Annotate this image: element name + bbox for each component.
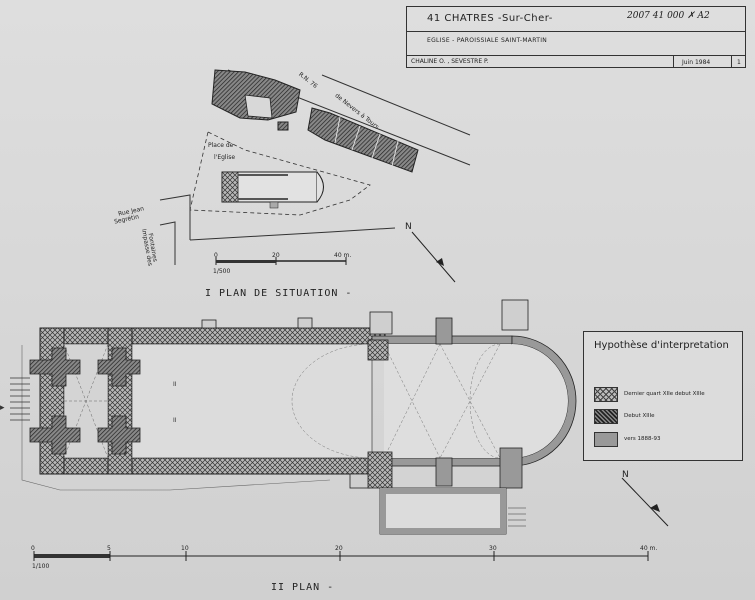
west-piers xyxy=(29,347,141,455)
legend-swatch-crosshatch xyxy=(594,387,618,402)
scale-tick: 0 xyxy=(214,252,218,259)
entrance-steps xyxy=(10,377,30,421)
road-edge xyxy=(321,74,471,136)
legend-item: Dernier quart XIIe debut XIIIe xyxy=(594,387,739,403)
north-label: N xyxy=(405,222,412,232)
authors: CHALINE O. , SEVESTRE P. xyxy=(411,58,489,65)
title-block: 41 CHATRES -Sur-Cher- 2007 41 000 ✗ A2 E… xyxy=(406,6,746,68)
nave-south-wall xyxy=(39,457,386,475)
plan-scale-ratio: 1/100 xyxy=(32,563,50,570)
drawing-subtitle: EGLISE - PAROISSIALE SAINT-MARTIN xyxy=(427,37,548,44)
road-edge xyxy=(159,221,176,265)
nave xyxy=(131,343,373,459)
scale-tick: 5 xyxy=(107,545,111,552)
scale-tick: 20 xyxy=(335,545,343,552)
svg-text:▸: ▸ xyxy=(0,403,5,413)
svg-text:II: II xyxy=(173,381,177,388)
scale-ratio: 1/500 xyxy=(213,268,231,275)
church-small-plan xyxy=(221,171,324,209)
situation-plan xyxy=(159,69,471,283)
legend-item: Debut XIIIe xyxy=(594,409,739,425)
legend: Hypothèse d'interpretation Dernier quart… xyxy=(583,331,743,461)
building-block xyxy=(211,69,301,121)
plan-north-label: N xyxy=(622,470,629,480)
scale-tick: 0 xyxy=(31,545,35,552)
scale-tick: 40 m. xyxy=(640,545,658,552)
plan-scale-bar xyxy=(33,551,649,561)
sheet-number: 1 xyxy=(731,56,741,67)
legend-label: vers 1888-93 xyxy=(624,436,661,442)
legend-swatch-dense-hatch xyxy=(594,409,618,424)
scale-tick: 40 m. xyxy=(334,252,352,259)
plan-caption: II PLAN - xyxy=(271,582,335,593)
scale-tick: 20 xyxy=(272,252,280,259)
legend-label: Debut XIIIe xyxy=(624,413,655,419)
north-arrow xyxy=(411,231,456,283)
place-label: l'Eglise xyxy=(214,154,236,161)
drawing-title: 41 CHATRES -Sur-Cher- xyxy=(427,13,553,24)
north-arrow-plan xyxy=(621,477,669,527)
legend-label: Dernier quart XIIe debut XIIIe xyxy=(624,391,705,397)
svg-text:II: II xyxy=(173,417,177,424)
church-plan: II II ▸ xyxy=(0,299,669,561)
legend-title: Hypothèse d'interpretation xyxy=(594,340,729,351)
sacristy xyxy=(379,487,507,535)
nave-north-wall xyxy=(39,327,386,345)
road-edge xyxy=(159,194,191,240)
choir xyxy=(291,299,577,535)
place-label: Place de xyxy=(208,142,234,149)
archive-reference: 2007 41 000 ✗ A2 xyxy=(627,11,710,21)
situation-caption: I PLAN DE SITUATION - xyxy=(205,288,353,299)
scale-tick: 10 xyxy=(181,545,189,552)
legend-swatch-grey xyxy=(594,432,618,447)
legend-item: vers 1888-93 xyxy=(594,432,739,448)
place-boundary xyxy=(189,131,371,216)
scale-tick: 30 xyxy=(489,545,497,552)
drawing-date: Juin 1984 xyxy=(673,56,710,67)
building-block xyxy=(307,107,419,173)
